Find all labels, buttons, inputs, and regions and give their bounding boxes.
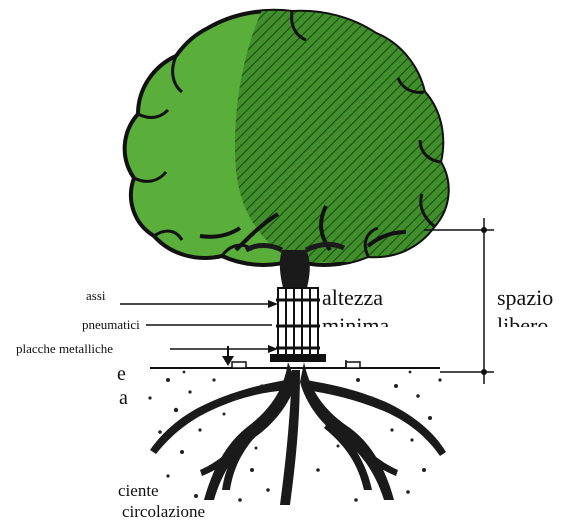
label-leader-lines bbox=[120, 300, 278, 353]
trunk-protection-cage bbox=[270, 288, 326, 362]
clearance-dimension-line bbox=[424, 218, 494, 384]
label-assi: assi bbox=[86, 289, 106, 302]
label-fragment-ciente: ciente bbox=[118, 482, 159, 499]
label-fragment-a: a bbox=[119, 388, 128, 408]
label-minima: minima bbox=[322, 315, 389, 327]
label-placche-metalliche: placche metalliche bbox=[16, 342, 113, 355]
label-libero: libero bbox=[497, 315, 548, 327]
label-pneumatici: pneumatici bbox=[82, 318, 140, 331]
label-altezza: altezza bbox=[322, 287, 383, 309]
tree-roots bbox=[150, 362, 446, 505]
label-fragment-e: e bbox=[117, 364, 126, 384]
tree-crown bbox=[125, 0, 460, 265]
label-spazio: spazio bbox=[497, 287, 553, 309]
label-fragment-circolazione: circolazione bbox=[122, 503, 205, 519]
